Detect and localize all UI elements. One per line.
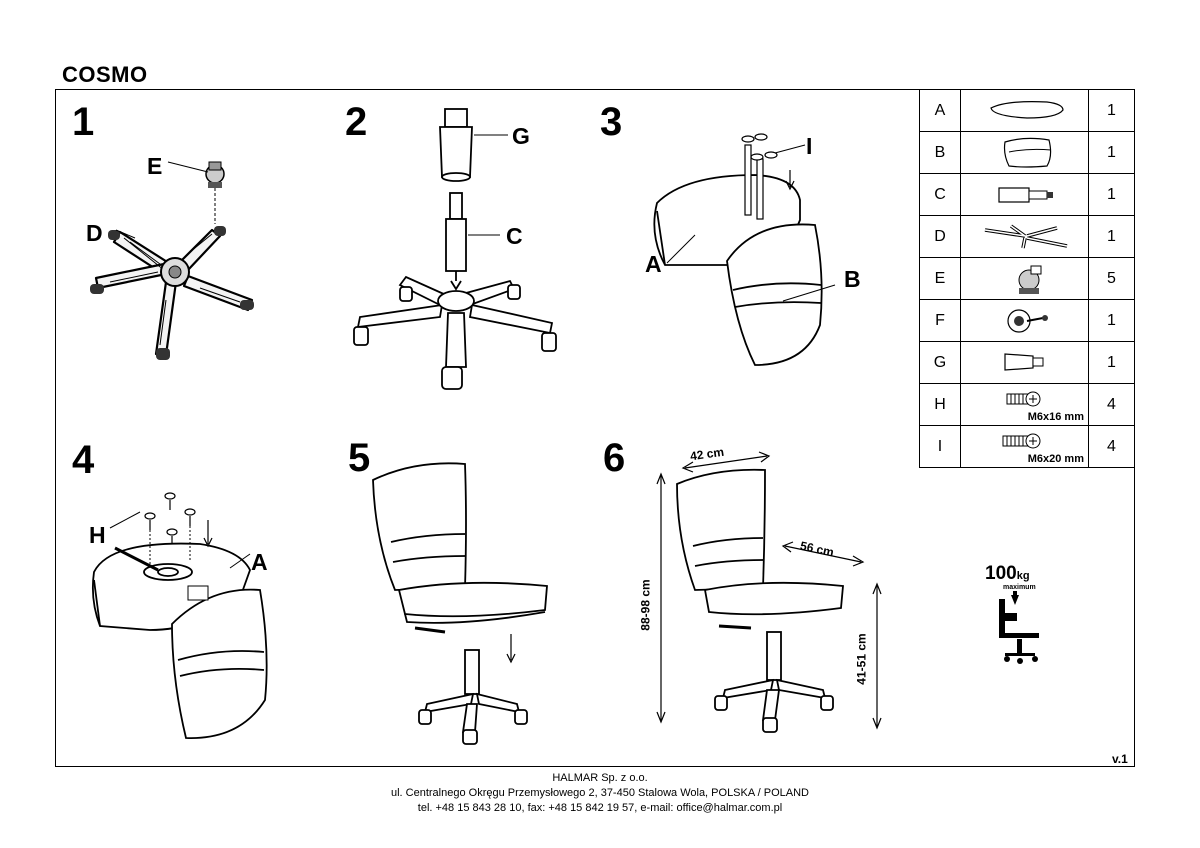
parts-row: G 1 [919,341,1135,384]
step-1-number: 1 [72,100,95,144]
step-4-illustration [91,492,268,739]
part-code: G [919,341,961,384]
step-3-label-b: B [844,266,861,292]
parts-row: D 1 [919,215,1135,258]
part-qty: 4 [1088,425,1135,468]
max-load-label: maximum [1003,584,1036,591]
step-3-label-a: A [645,251,662,277]
step-4-label-h: H [89,522,106,548]
part-qty: 1 [1088,341,1135,384]
screw-spec: M6x20 mm [1027,453,1084,465]
part-qty: 5 [1088,257,1135,300]
max-load-value: 100 [985,563,1017,584]
part-code: C [919,173,961,216]
parts-row: C 1 [919,173,1135,216]
step-2-illustration [353,108,557,390]
parts-table: A 1 B 1 C 1 D 1 E 5 F 1 [919,89,1135,468]
step-1-base-illustration [90,161,254,360]
star-base-icon [960,215,1089,258]
dimension-height: 88-98 cm [638,579,653,631]
parts-row: A 1 [919,89,1135,132]
parts-row: I M6x20 mm 4 [919,425,1135,468]
part-code: D [919,215,961,258]
part-qty: 1 [1088,173,1135,216]
backrest-icon [960,131,1089,174]
part-code: H [919,383,961,426]
screw-icon: M6x16 mm [960,383,1089,426]
part-qty: 1 [1088,131,1135,174]
caster-icon [960,257,1089,300]
footer-company: HALMAR Sp. z o.o. [552,772,648,784]
step-6-number: 6 [603,436,626,480]
part-code: E [919,257,961,300]
mechanism-icon [960,299,1089,342]
part-qty: 1 [1088,89,1135,132]
part-qty: 4 [1088,383,1135,426]
parts-row: H M6x16 mm 4 [919,383,1135,426]
step-3-number: 3 [600,100,623,144]
step-2-number: 2 [345,100,368,144]
step-6-dimension-illustration [656,451,882,733]
gas-lift-icon [960,173,1089,216]
part-code: F [919,299,961,342]
max-load-unit: kg [1016,570,1030,582]
step-5-chair-illustration [372,462,548,745]
footer-address: ul. Centralnego Okręgu Przemysłowego 2, … [390,787,809,799]
version-label: v.1 [1112,752,1128,766]
parts-row: F 1 [919,299,1135,342]
step-2-label-g: G [512,123,530,149]
cover-icon [960,341,1089,384]
step-2-label-c: C [506,223,523,249]
step-1-label-d: D [86,220,103,246]
step-3-label-i: I [806,133,813,159]
max-load-badge: 100kg maximum [985,563,1055,664]
step-4-number: 4 [72,438,95,482]
part-qty: 1 [1088,299,1135,342]
footer-contact: tel. +48 15 843 28 10, fax: +48 15 842 1… [417,802,783,814]
step-4-label-a: A [251,549,268,575]
parts-row: B 1 [919,131,1135,174]
part-code: A [919,89,961,132]
product-title: COSMO [62,62,148,87]
dimension-seat-height: 41-51 cm [854,633,869,685]
screw-icon: M6x20 mm [960,425,1089,468]
part-code: I [919,425,961,468]
step-1-label-e: E [147,153,163,179]
instructions-frame [55,89,1135,767]
weight-limit-icon [999,591,1039,664]
part-code: B [919,131,961,174]
seat-icon [960,89,1089,132]
screw-spec: M6x16 mm [1027,411,1084,423]
part-qty: 1 [1088,215,1135,258]
step-3-illustration [653,133,836,366]
parts-row: E 5 [919,257,1135,300]
step-5-number: 5 [348,436,371,480]
